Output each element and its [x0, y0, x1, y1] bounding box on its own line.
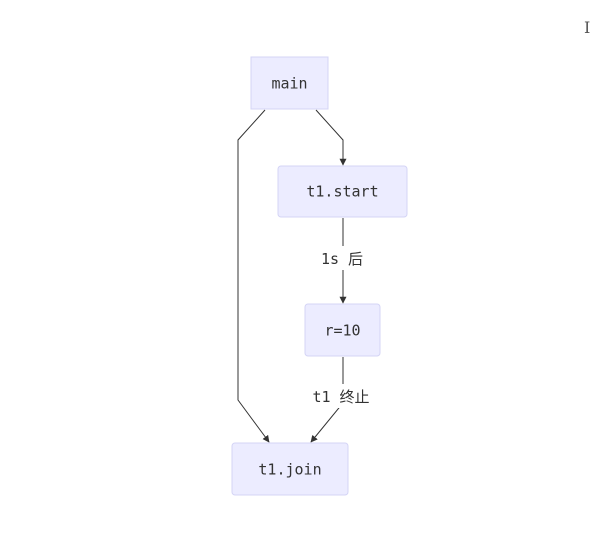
node-t1-start-label: t1.start: [306, 183, 378, 201]
node-t1-join-label: t1.join: [258, 461, 321, 479]
edge-label-t1-terminated-text: t1 终止: [312, 388, 369, 406]
edge-main-to-t1-join: [237, 109, 270, 443]
node-main[interactable]: main: [250, 56, 329, 110]
node-r10[interactable]: r=10: [304, 303, 381, 357]
edge-main-to-t1-start: [315, 109, 347, 166]
node-r10-label: r=10: [324, 322, 360, 340]
node-t1-join[interactable]: t1.join: [231, 442, 349, 496]
edge-label-t1-terminated: t1 终止: [302, 384, 380, 408]
node-main-label: main: [271, 75, 307, 93]
text-cursor-icon: I: [584, 18, 591, 37]
edge-label-1s-text: 1s 后: [321, 250, 363, 268]
edge-label-1s: 1s 后: [311, 246, 373, 270]
node-t1-start[interactable]: t1.start: [277, 165, 408, 218]
